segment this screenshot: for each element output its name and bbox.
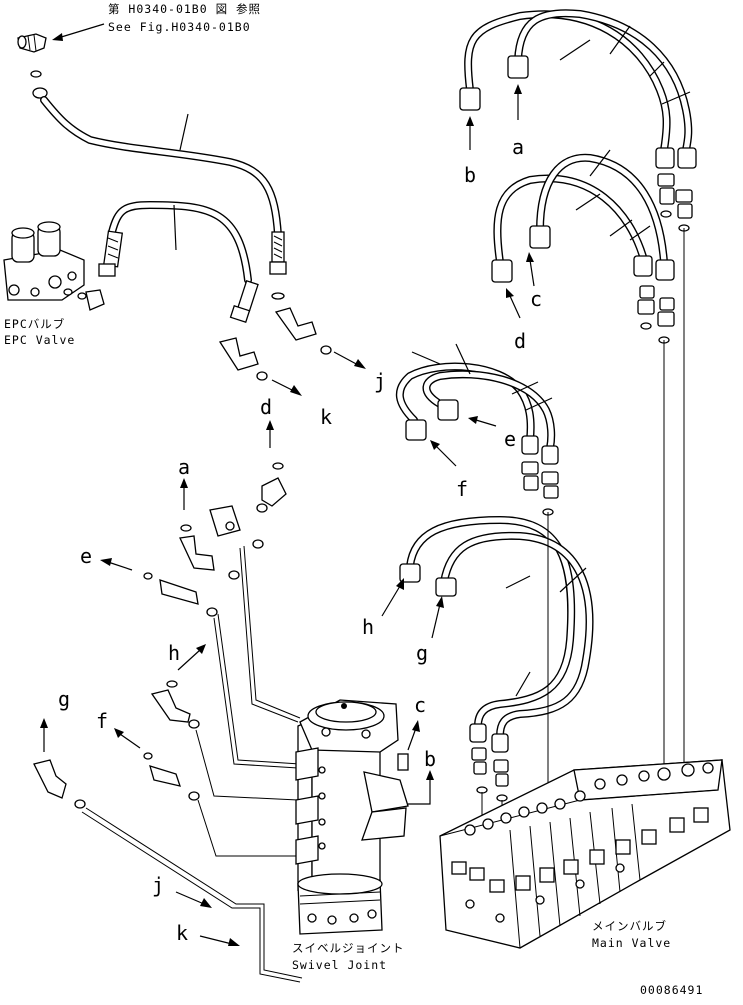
main-valve: メインバルブ Main Valve bbox=[439, 759, 731, 950]
hose-set-gh: h g bbox=[362, 516, 594, 802]
drawing-number: 00086491 bbox=[640, 983, 703, 997]
swivel-joint-jp-label: スイベルジョイント bbox=[292, 941, 405, 955]
label-j-bottom: j bbox=[152, 873, 164, 897]
hose-set-ab: b a bbox=[459, 9, 697, 232]
pilot-port-h-left: h bbox=[150, 641, 206, 729]
label-e-right: e bbox=[504, 427, 516, 451]
label-h-left: h bbox=[168, 641, 180, 665]
label-g-right: g bbox=[416, 641, 428, 665]
pilot-lines-to-swivel bbox=[81, 545, 303, 983]
main-valve-en-label: Main Valve bbox=[592, 936, 671, 950]
hose-set-cd: d c bbox=[491, 149, 675, 353]
label-c-right: c bbox=[530, 287, 542, 311]
pilot-port-d: d bbox=[256, 395, 287, 513]
swivel-joint: スイベルジョイント Swivel Joint bbox=[292, 699, 409, 972]
tee-fitting-top bbox=[17, 33, 48, 99]
label-c-swivel: c bbox=[414, 693, 426, 717]
label-a-top: a bbox=[512, 135, 524, 159]
label-b-swivel: b bbox=[424, 747, 436, 771]
pilot-port-g-left: g bbox=[33, 687, 86, 809]
label-h-right: h bbox=[362, 615, 374, 639]
figure-reference: 第 H0340-01B0 図 参照 See Fig.H0340-01B0 bbox=[52, 2, 261, 41]
pilot-port-e-left: e bbox=[80, 544, 218, 617]
swivel-joint-en-label: Swivel Joint bbox=[292, 958, 387, 972]
epc-valve-jp-label: EPCバルブ bbox=[4, 317, 65, 331]
see-fig-en-text: See Fig.H0340-01B0 bbox=[108, 20, 251, 34]
label-e-left: e bbox=[80, 544, 92, 568]
label-k-top: k bbox=[320, 405, 332, 429]
pilot-port-a-mid: a bbox=[178, 455, 264, 580]
label-f-right: f bbox=[456, 477, 468, 501]
connection-arrows-jk-top: j k bbox=[271, 351, 386, 429]
hose-set-ef: e f bbox=[396, 343, 559, 516]
connection-arrows-jk-bottom: j k bbox=[152, 873, 240, 946]
swivel-ports-cb: c b bbox=[407, 693, 436, 805]
hose-pilot-long bbox=[40, 96, 287, 275]
label-d-right: d bbox=[514, 329, 526, 353]
label-d-mid: d bbox=[260, 395, 272, 419]
label-k-bottom: k bbox=[176, 921, 188, 945]
main-valve-jp-label: メインバルブ bbox=[592, 919, 667, 933]
label-f-left: f bbox=[96, 709, 108, 733]
hose-pilot-short bbox=[98, 201, 259, 323]
label-a-mid: a bbox=[178, 455, 190, 479]
pilot-port-f-left: f bbox=[96, 709, 200, 801]
epc-valve: EPCバルブ EPC Valve bbox=[3, 221, 105, 347]
label-j-top: j bbox=[374, 369, 386, 393]
epc-valve-en-label: EPC Valve bbox=[4, 333, 75, 347]
label-b-top: b bbox=[464, 163, 476, 187]
elbow-fittings-middle bbox=[218, 292, 332, 381]
label-g-left: g bbox=[58, 687, 70, 711]
see-fig-jp-text: 第 H0340-01B0 図 参照 bbox=[108, 2, 261, 16]
